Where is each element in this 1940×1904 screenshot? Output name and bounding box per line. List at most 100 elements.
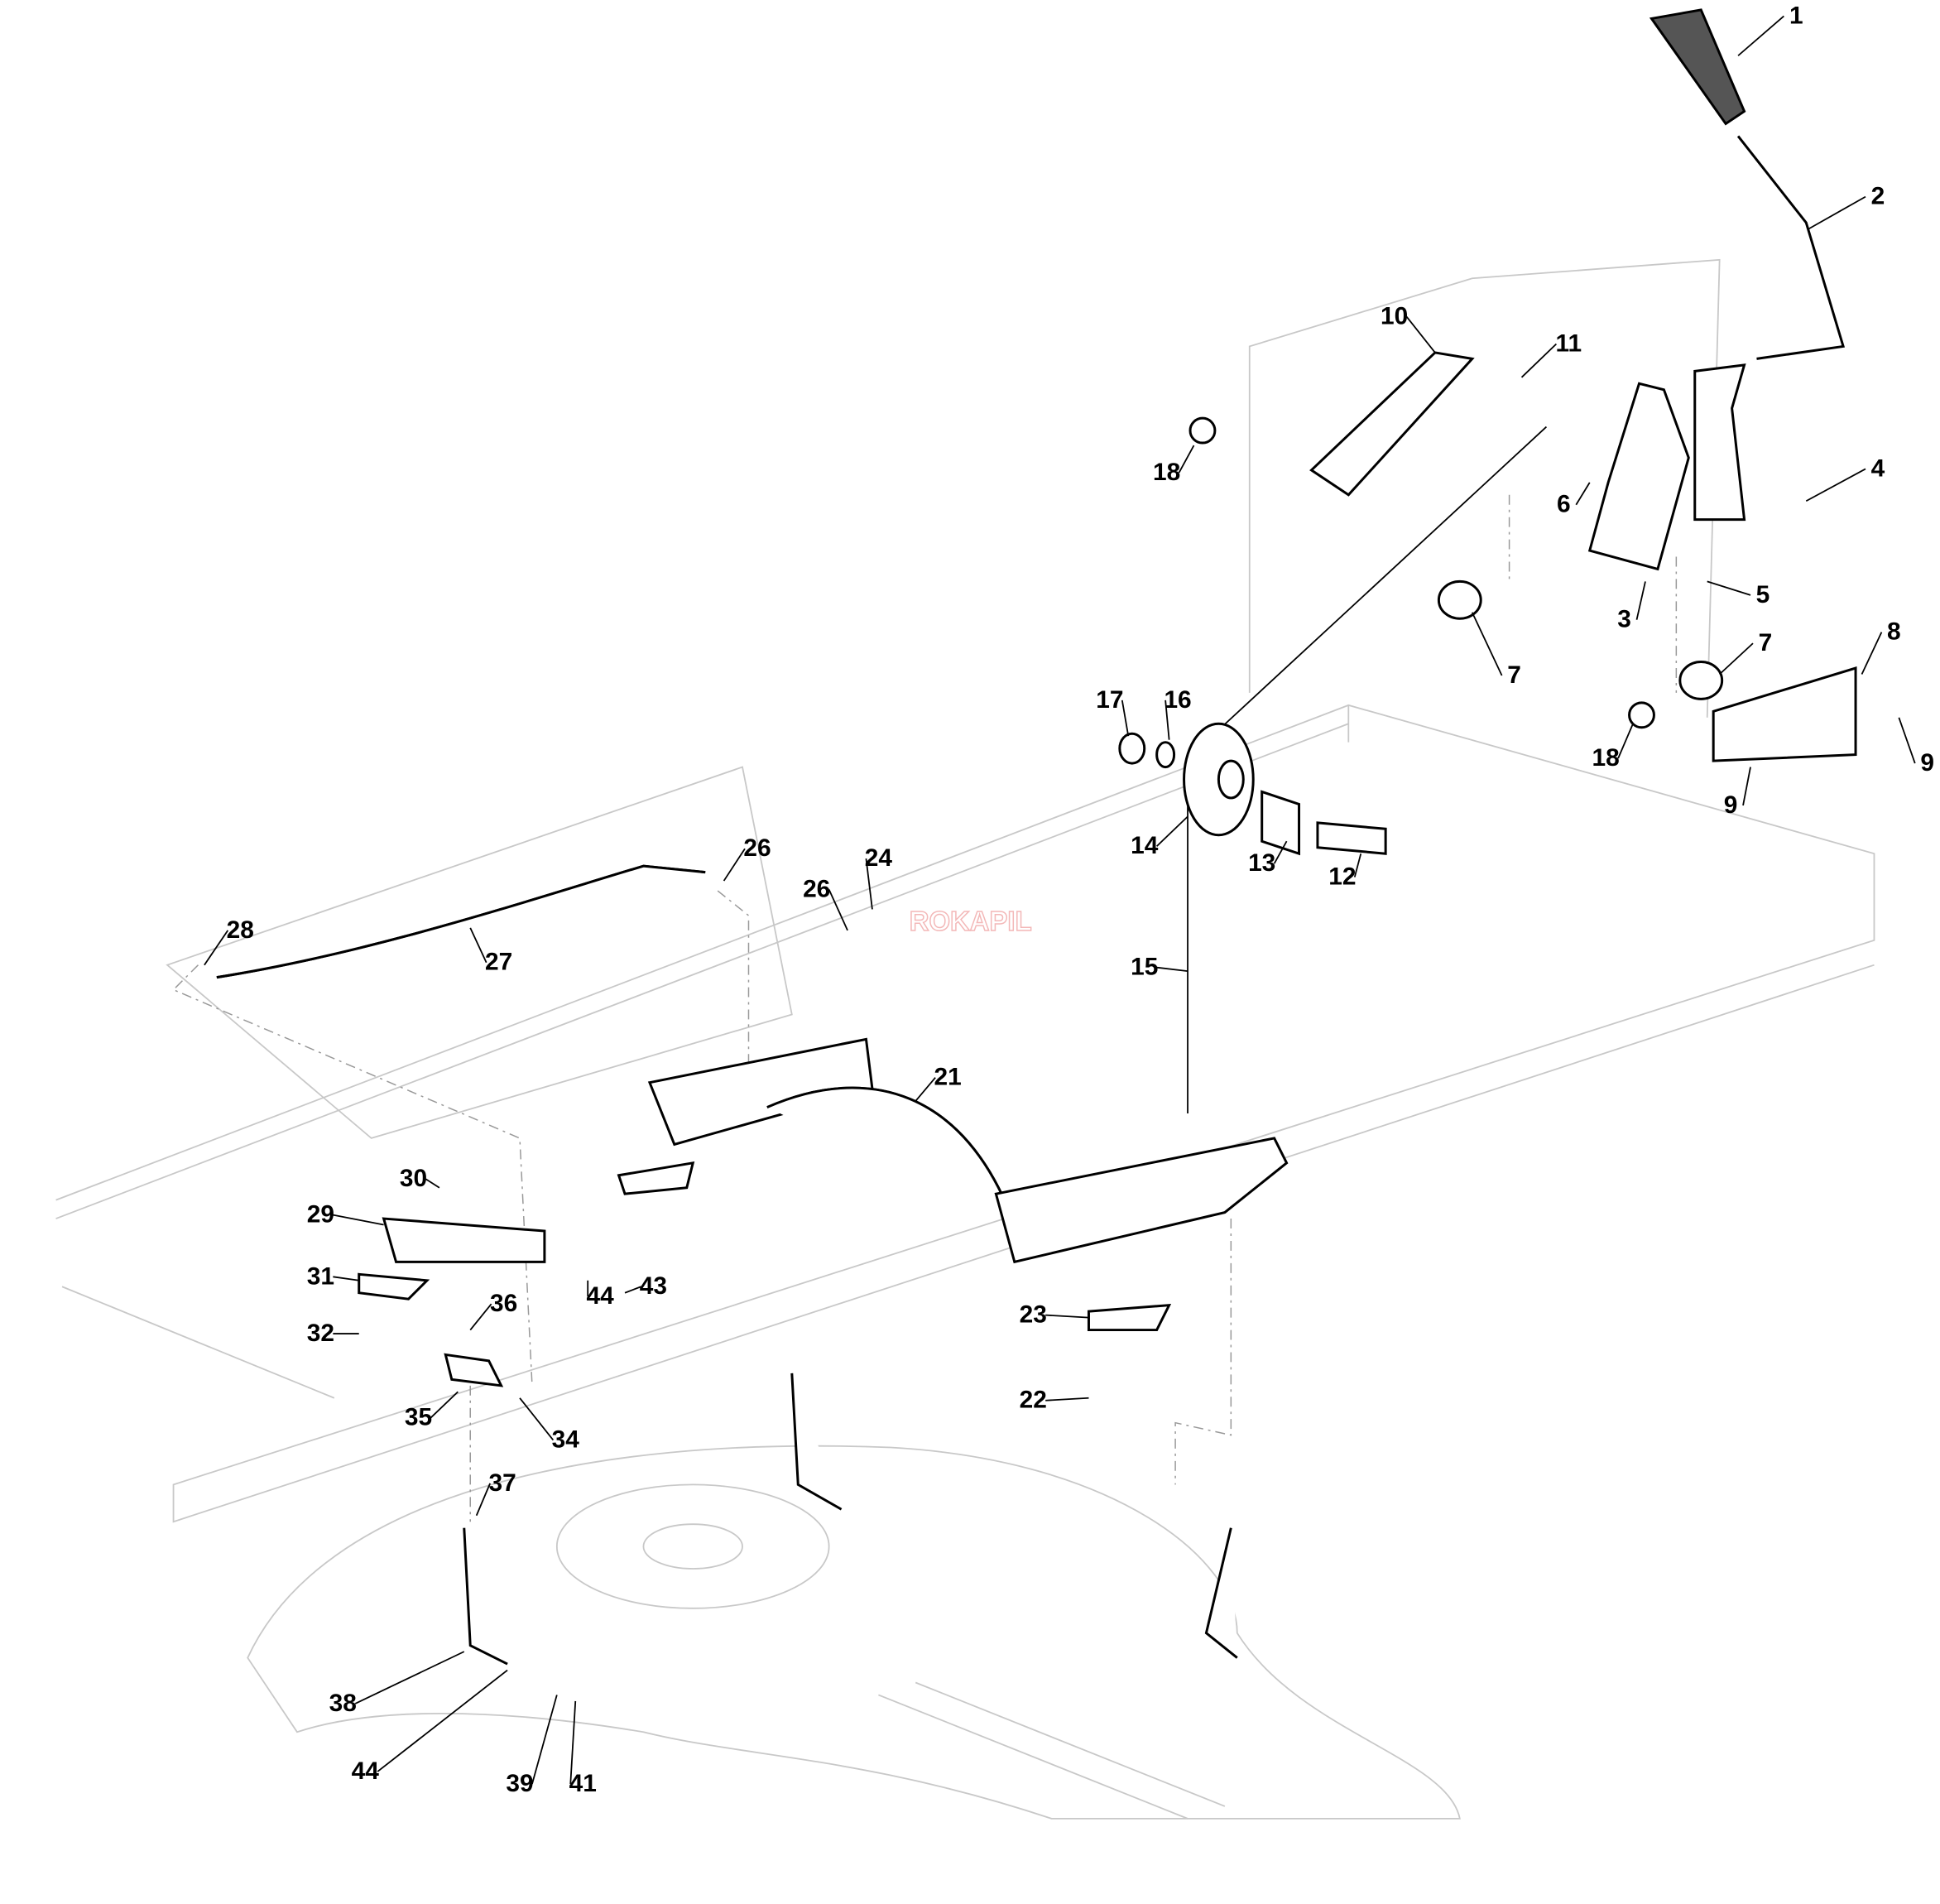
leader-line xyxy=(624,1286,641,1294)
bracket-29 xyxy=(382,1217,546,1263)
leader-line xyxy=(1719,642,1754,676)
watermark: ROKAPIL xyxy=(910,906,1032,936)
leader-line xyxy=(204,930,229,966)
callout-29: 29 xyxy=(307,1201,334,1228)
bracket-3 xyxy=(1587,382,1690,571)
callout-5: 5 xyxy=(1756,581,1770,608)
leader-line xyxy=(1805,468,1866,502)
callout-36: 36 xyxy=(490,1290,517,1317)
leader-line xyxy=(723,848,746,882)
clamp-31 xyxy=(358,1272,430,1301)
callout-1: 1 xyxy=(1789,2,1803,29)
leader-line xyxy=(333,1276,359,1281)
leader-line xyxy=(1156,966,1188,973)
leader-line xyxy=(1861,632,1883,675)
callout-39: 39 xyxy=(506,1770,533,1797)
leader-line xyxy=(425,1178,440,1189)
callout-37: 37 xyxy=(488,1469,516,1497)
leader-line xyxy=(531,1695,558,1785)
callout-22: 22 xyxy=(1020,1387,1047,1414)
rod-far xyxy=(1204,1527,1238,1659)
leader-line xyxy=(1617,723,1634,759)
nut-18b xyxy=(1628,701,1655,729)
callout-26: 26 xyxy=(743,834,771,862)
leader-line xyxy=(1742,767,1751,806)
callout-13: 13 xyxy=(1248,849,1275,877)
nut-17 xyxy=(1118,732,1146,765)
bushing-7 xyxy=(1437,579,1482,620)
callout-26: 26 xyxy=(803,875,830,902)
leader-line xyxy=(354,1651,465,1704)
callout-6: 6 xyxy=(1557,491,1571,518)
rack-10 xyxy=(1309,351,1475,497)
bracket-8 xyxy=(1712,666,1857,762)
callout-38: 38 xyxy=(329,1690,357,1717)
leader-line xyxy=(1045,1314,1089,1319)
spacer-13 xyxy=(1261,790,1301,856)
callout-44: 44 xyxy=(587,1282,615,1310)
leader-line xyxy=(1898,717,1916,764)
leader-line xyxy=(469,1303,492,1331)
callout-24: 24 xyxy=(865,844,893,872)
leader-line xyxy=(1156,815,1188,847)
parts xyxy=(216,8,1857,1666)
leader-line xyxy=(1273,840,1288,864)
leader-line xyxy=(1635,581,1646,620)
callout-31: 31 xyxy=(307,1262,334,1290)
leader-line xyxy=(469,927,487,964)
leader-line xyxy=(1121,700,1130,737)
callout-43: 43 xyxy=(640,1272,667,1300)
callout-12: 12 xyxy=(1328,863,1356,891)
leader-line xyxy=(430,1391,459,1419)
callout-15: 15 xyxy=(1131,954,1158,981)
leader-line xyxy=(333,1214,384,1226)
leader-line xyxy=(475,1483,491,1517)
leader-line xyxy=(377,1669,508,1772)
clamp-23 xyxy=(1087,1303,1172,1332)
clamp xyxy=(617,1161,695,1195)
leader-line xyxy=(1353,853,1362,877)
leader-line xyxy=(1471,612,1503,676)
callout-11: 11 xyxy=(1556,329,1582,357)
callout-35: 35 xyxy=(405,1404,432,1431)
callout-2: 2 xyxy=(1871,183,1885,210)
callout-18: 18 xyxy=(1592,744,1620,772)
arm-lower-21 xyxy=(994,1137,1289,1264)
lever-plate xyxy=(1693,363,1746,522)
bushing-7b xyxy=(1678,661,1724,700)
callout-7: 7 xyxy=(1759,629,1773,656)
callout-17: 17 xyxy=(1096,686,1123,714)
callout-41: 41 xyxy=(569,1770,597,1797)
leader-line xyxy=(1164,700,1170,740)
leader-lines xyxy=(204,15,1916,1785)
leader-line xyxy=(1520,343,1558,378)
leader-line xyxy=(1707,580,1751,596)
callout-10: 10 xyxy=(1381,303,1408,330)
swivel-35 xyxy=(444,1353,504,1387)
leader-line xyxy=(828,889,848,931)
rod-right xyxy=(790,1373,843,1511)
rod-38 xyxy=(463,1527,508,1666)
leader-line xyxy=(915,1077,936,1102)
callout-7: 7 xyxy=(1507,661,1521,689)
leader-line xyxy=(1405,316,1436,353)
leader-line xyxy=(1178,445,1195,474)
callout-14: 14 xyxy=(1131,832,1159,859)
leader-line xyxy=(569,1700,577,1785)
lever-rod xyxy=(1736,135,1846,360)
callout-16: 16 xyxy=(1164,686,1191,714)
leader-line xyxy=(1045,1397,1089,1402)
callout-28: 28 xyxy=(227,916,254,944)
handle-grip xyxy=(1649,8,1746,126)
callout-44: 44 xyxy=(352,1757,380,1785)
leader-line xyxy=(519,1397,555,1441)
callout-34: 34 xyxy=(552,1426,580,1454)
leader-line xyxy=(1808,195,1866,230)
callout-30: 30 xyxy=(400,1165,427,1192)
callout-9: 9 xyxy=(1724,791,1738,819)
callout-27: 27 xyxy=(485,949,512,976)
callout-32: 32 xyxy=(307,1320,334,1347)
